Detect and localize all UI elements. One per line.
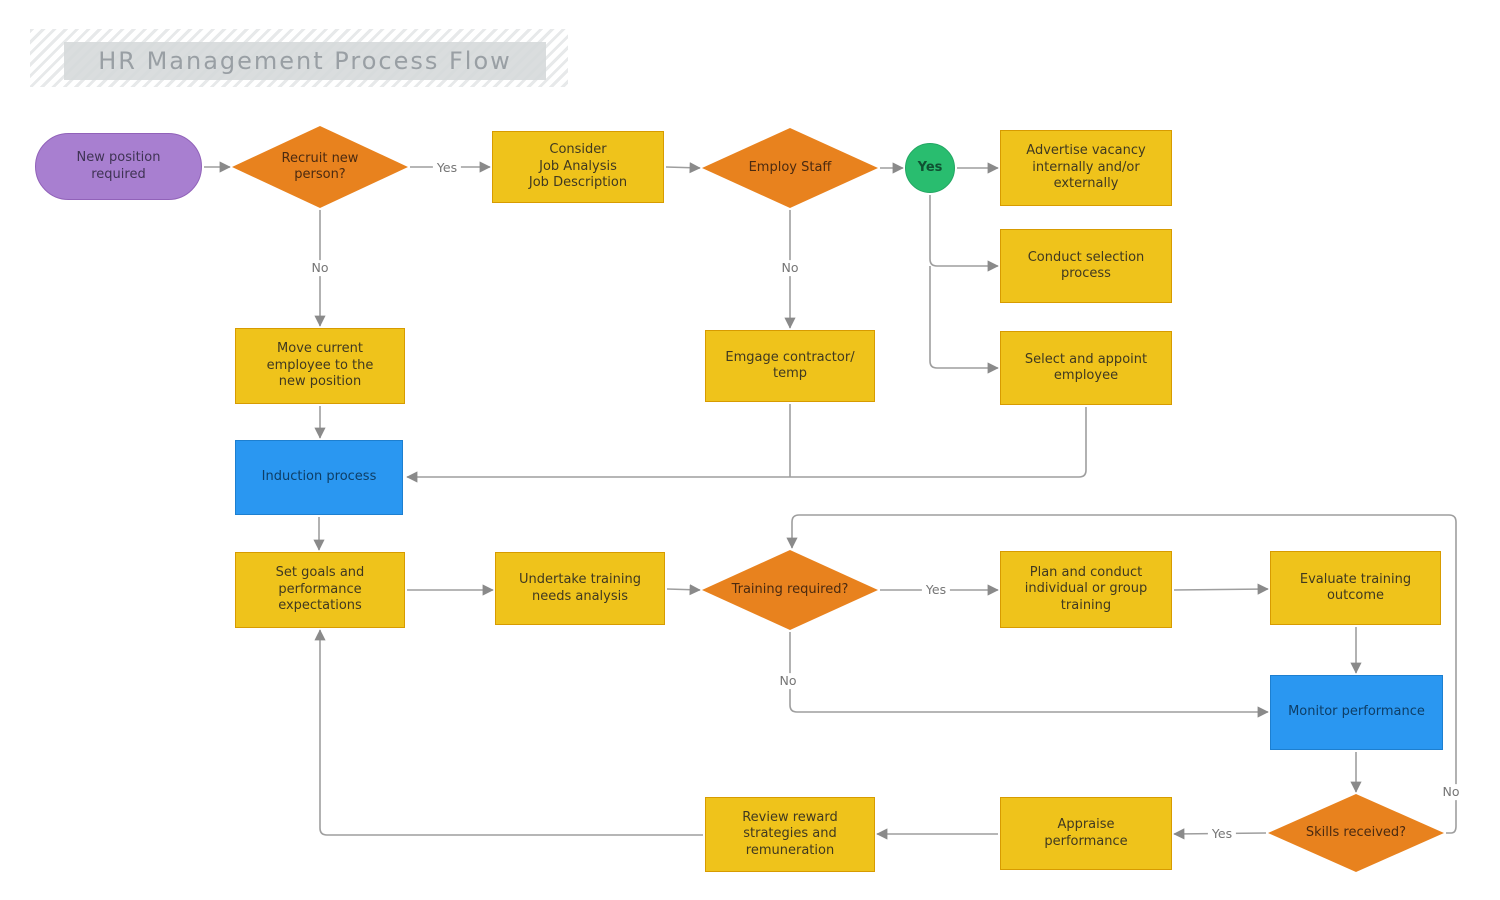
node-conduct-selection[interactable]: Conduct selection process xyxy=(1000,229,1172,303)
node-move-current-employee[interactable]: Move current employee to the new positio… xyxy=(235,328,405,404)
edge-label-recruit-yes: Yes xyxy=(432,160,462,176)
node-evaluate-training[interactable]: Evaluate training outcome xyxy=(1270,551,1441,625)
node-appraise-performance[interactable]: Appraise performance xyxy=(1000,797,1172,870)
node-induction-process[interactable]: Induction process xyxy=(235,440,403,515)
node-advertise-vacancy[interactable]: Advertise vacancy internally and/or exte… xyxy=(1000,130,1172,206)
edge-undertake-to-training xyxy=(666,584,701,596)
edge-training-no xyxy=(789,632,1269,718)
edge-review-to-goals xyxy=(314,629,703,836)
edge-label-employ-no: No xyxy=(777,260,803,276)
node-engage-contractor[interactable]: Emgage contractor/ temp xyxy=(705,330,875,402)
edge-label-training-no: No xyxy=(775,673,801,689)
edge-consider-to-employ xyxy=(665,162,701,174)
edge-label-recruit-no: No xyxy=(307,260,333,276)
edge-label-skills-no: No xyxy=(1438,784,1464,800)
node-select-appoint[interactable]: Select and appoint employee xyxy=(1000,331,1172,405)
node-set-goals[interactable]: Set goals and performance expectations xyxy=(235,552,405,628)
node-yes-connector[interactable]: Yes xyxy=(905,143,955,193)
edge-yes-to-conduct xyxy=(929,195,999,272)
edge-select-to-induction xyxy=(406,407,1087,483)
title-banner: HR Management Process Flow xyxy=(30,29,568,87)
edge-skills-no xyxy=(786,514,1457,834)
node-new-position-required[interactable]: New position required xyxy=(35,133,202,200)
edge-yes-to-select xyxy=(929,266,999,374)
node-review-reward[interactable]: Review reward strategies and remuneratio… xyxy=(705,797,875,872)
node-undertake-training-analysis[interactable]: Undertake training needs analysis xyxy=(495,552,665,625)
edge-label-training-yes: Yes xyxy=(921,582,951,598)
page-title: HR Management Process Flow xyxy=(64,42,546,80)
edge-label-skills-yes: Yes xyxy=(1207,826,1237,842)
edge-plan-to-evaluate xyxy=(1173,583,1269,595)
node-monitor-performance[interactable]: Monitor performance xyxy=(1270,675,1443,750)
node-consider-job-analysis[interactable]: Consider Job Analysis Job Description xyxy=(492,131,664,203)
node-plan-conduct-training[interactable]: Plan and conduct individual or group tra… xyxy=(1000,551,1172,628)
